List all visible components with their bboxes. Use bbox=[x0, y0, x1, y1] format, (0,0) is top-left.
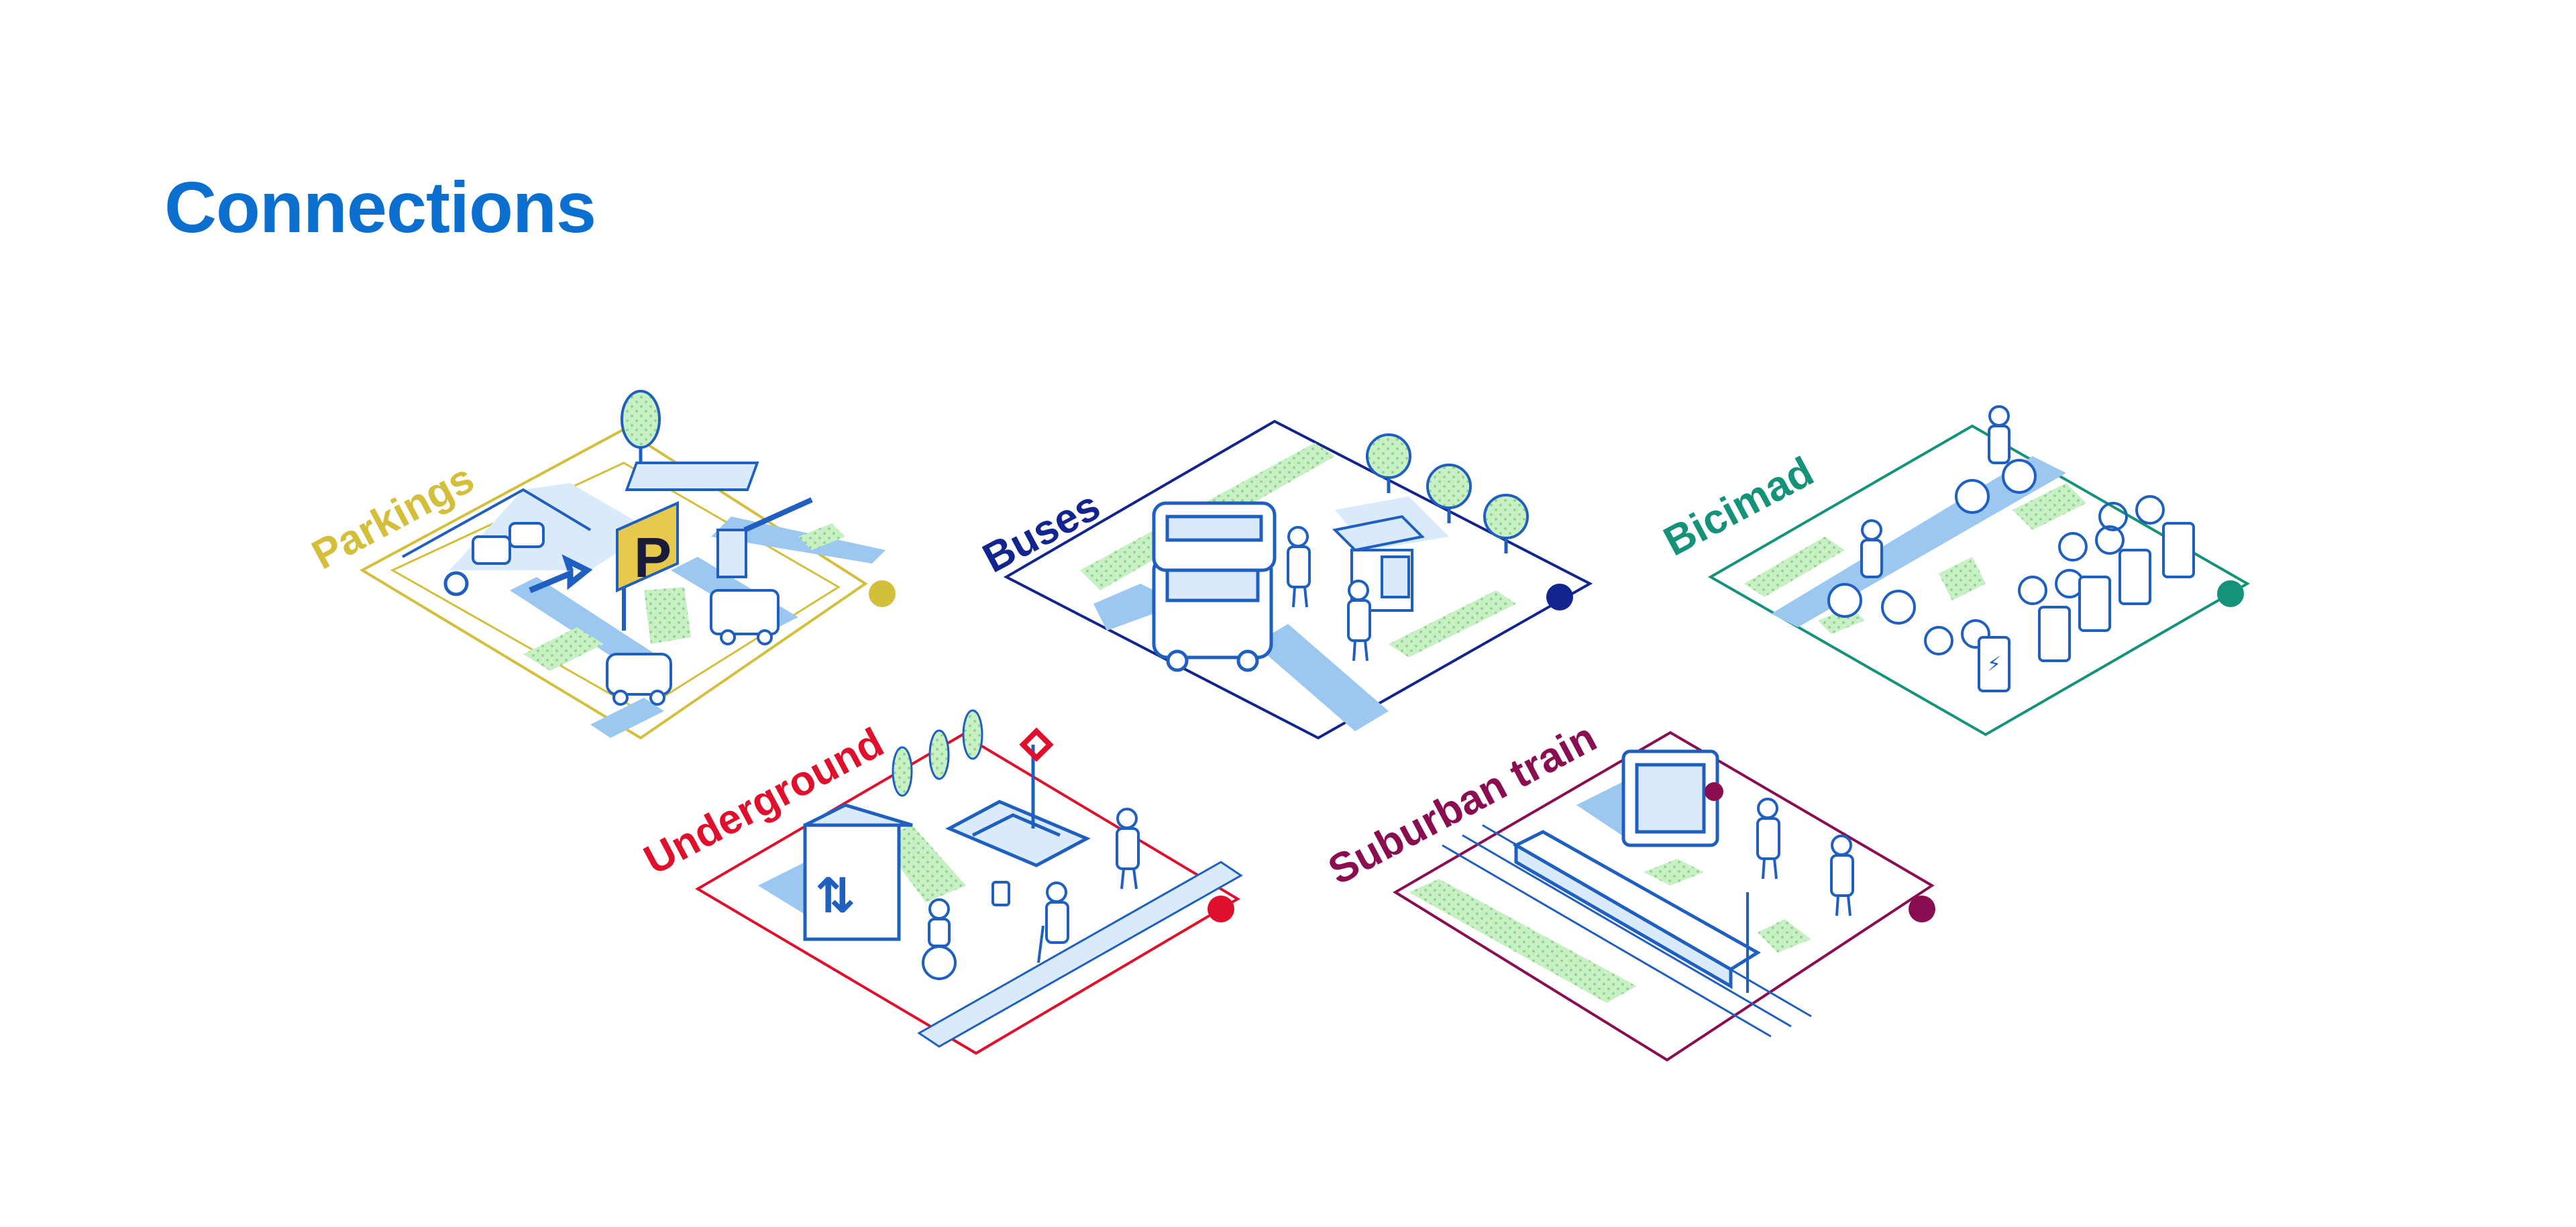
bus-icon-2 bbox=[1152, 501, 1277, 572]
parkings-grass-2 bbox=[644, 587, 691, 644]
commuter-icon bbox=[1116, 808, 1140, 890]
tree-icon-bus-3 bbox=[1483, 494, 1529, 553]
tree-icon-bus-1 bbox=[1366, 433, 1411, 493]
car-icon bbox=[606, 653, 672, 706]
suburban-tile-frame bbox=[1393, 731, 1935, 1062]
person-icon bbox=[1287, 526, 1311, 608]
suburban-end-dot bbox=[1909, 896, 1935, 922]
parking-sign-letter: P bbox=[634, 526, 672, 589]
wheelchair-user-icon bbox=[922, 898, 957, 980]
lift-arrows-icon: ⇅ bbox=[815, 867, 855, 924]
tactile-paving bbox=[917, 861, 1243, 1048]
stairs-entrance-icon bbox=[945, 800, 1091, 867]
underground-tile-frame bbox=[695, 733, 1240, 1055]
tile-bicimad[interactable]: ⚡ Bicimad bbox=[1656, 405, 2251, 737]
parkings-road bbox=[510, 577, 671, 678]
tree-icon bbox=[621, 390, 661, 463]
underground-end-dot bbox=[1208, 896, 1234, 922]
underground-sign-icon bbox=[1019, 727, 1054, 762]
suburban-grass bbox=[1409, 879, 1637, 1003]
station-logo-icon bbox=[1705, 782, 1723, 801]
bike-dock-symbol: ⚡ bbox=[1987, 653, 2001, 676]
suburban-grass-3 bbox=[1758, 919, 1811, 953]
waste-bin-icon bbox=[991, 881, 1010, 906]
bicimad-label: Bicimad bbox=[1656, 448, 1821, 565]
bicimad-grass-2 bbox=[1939, 557, 1986, 600]
parkings-grass-3 bbox=[798, 523, 845, 550]
tile-underground[interactable]: ⇅ Underground bbox=[637, 709, 1243, 1055]
parkings-grass bbox=[523, 627, 604, 671]
buses-tile-frame bbox=[1003, 419, 1593, 740]
cypress-tree-icon bbox=[892, 709, 983, 797]
buses-end-dot bbox=[1546, 584, 1573, 610]
buses-grass-2 bbox=[1389, 590, 1516, 657]
bicimad-grass bbox=[1744, 537, 1845, 597]
parked-car-icon bbox=[472, 522, 545, 565]
parkings-garage-wall bbox=[402, 488, 592, 558]
cyclist-icon bbox=[1827, 519, 1916, 625]
station-shelter-icon bbox=[1621, 749, 1719, 847]
cyclist-icon-2 bbox=[1955, 405, 2037, 514]
page-title: Connections bbox=[164, 166, 596, 248]
traveller-icon-2 bbox=[1830, 835, 1854, 916]
accessible-parking-icon bbox=[443, 571, 469, 596]
tile-parkings[interactable]: P Parkings bbox=[305, 390, 896, 740]
tile-suburban-train[interactable]: Suburban train bbox=[1321, 714, 1935, 1062]
person-with-cane-icon bbox=[1037, 882, 1069, 963]
bus-icon bbox=[1152, 555, 1273, 672]
van-icon bbox=[710, 589, 780, 645]
tree-icon-bus-2 bbox=[1426, 464, 1472, 523]
parkings-label: Parkings bbox=[305, 455, 482, 578]
suburban-grass-2 bbox=[1644, 859, 1704, 886]
bike-dock-icon bbox=[1978, 522, 2195, 692]
parkings-shelter-roof bbox=[625, 462, 759, 491]
buses-road bbox=[1254, 624, 1389, 731]
parking-sign-board bbox=[616, 500, 679, 593]
bus-shelter-icon bbox=[1332, 515, 1426, 612]
person-icon-2 bbox=[1347, 580, 1371, 661]
bicimad-end-dot bbox=[2217, 580, 2244, 607]
tile-buses[interactable]: Buses bbox=[975, 419, 1593, 740]
parkings-end-dot bbox=[869, 580, 896, 607]
lift-icon bbox=[803, 803, 913, 941]
parking-barrier bbox=[743, 497, 813, 533]
train-icon bbox=[1512, 830, 1761, 990]
parking-ticket-machine bbox=[716, 529, 747, 578]
parkings-road-4 bbox=[590, 698, 664, 738]
bicimad-tile-frame bbox=[1707, 424, 2251, 737]
traveller-icon bbox=[1756, 798, 1780, 879]
bicimad-grass-3 bbox=[2012, 483, 2086, 530]
parking-direction-arrow bbox=[529, 554, 593, 594]
